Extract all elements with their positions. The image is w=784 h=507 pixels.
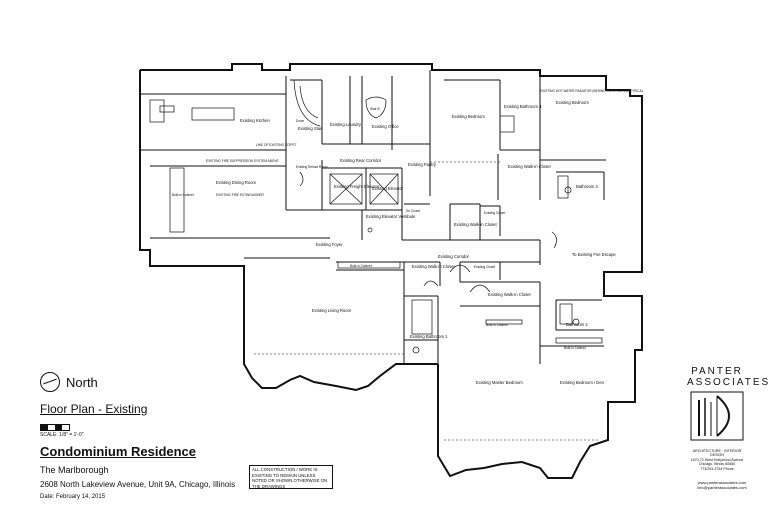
north-arrow: North [40, 372, 98, 392]
plan-title: Floor Plan - Existing [40, 402, 148, 416]
builtin-cabinet-1: Built-in Cabinet [350, 264, 372, 268]
room-dn-closet: Dn Closet [406, 209, 420, 213]
room-kitchen: Existing Kitchen [240, 118, 270, 123]
room-master: Existing Master Bedroom [476, 380, 523, 385]
room-rear-corridor: Existing Rear Corridor [340, 158, 382, 163]
north-label: North [66, 374, 98, 390]
firm-website: www.panterassociates.com [697, 480, 747, 485]
firm-street: 1670-72 West Hollywood Avenue [690, 457, 744, 462]
room-bathroom-3: Bathroom 3 [576, 184, 598, 189]
room-dining: Existing Dining Room [216, 180, 257, 185]
room-bathroom-2: Bathroom 2 [566, 322, 588, 327]
construction-note: ALL CONSTRUCTION / WORK IS EXISTING TO R… [249, 465, 333, 489]
room-foyer: Existing Foyer [316, 242, 343, 247]
room-walkin-closet-3: Existing Walk-in Closet [412, 264, 455, 269]
firm-name-2: ASSOCIATES [687, 377, 771, 388]
room-walkin-closet-1: Existing Walk-in Closet [508, 164, 551, 169]
firm-name-1: PANTER [691, 366, 743, 377]
room-existing-closet-2: Existing Closet [474, 265, 495, 269]
note-radiator: EXISTING HOT WATER RADIATOR (BEHIND CONT… [540, 89, 644, 93]
firm-block: PANTER ASSOCIATES ARCHITECTURE · INTERIO… [687, 366, 771, 471]
builtin-cabinet-2: Built-in Cabinet [486, 323, 508, 327]
room-stair: Existing Stair [298, 126, 323, 131]
firm-tagline: ARCHITECTURE · INTERIOR DESIGN [692, 449, 742, 458]
room-laundry: Existing Laundry [330, 122, 362, 127]
room-bedroom-den: Existing Bedroom / Den [560, 380, 605, 385]
builtin-cabinet-4: Built-in Cabinet [172, 193, 194, 197]
note-extinguisher: EXISTING FIRE EXTINGUISHER [216, 193, 265, 197]
room-labels: Existing Kitchen Existing Stair Down Exi… [172, 100, 616, 385]
room-fire-escape: To Existing Fire Escape [572, 252, 616, 257]
room-bedroom-right: Existing Bedroom [556, 100, 589, 105]
project-date: Date: February 14, 2015 [40, 494, 106, 500]
room-living: Existing Living Room [312, 308, 352, 313]
room-existing-closet: Existing Closet [484, 211, 505, 215]
interior-walls [140, 70, 606, 364]
room-corridor: Existing Corridor [438, 254, 470, 259]
firm-city: Chicago, Illinois 60660 [698, 462, 736, 467]
plan-notes: LINE OF EXISTING SOFFIT EXISTING HOT WAT… [206, 89, 644, 197]
note-suppression: EXISTING FIRE SUPPRESSION SYSTEM ABOVE [206, 159, 279, 163]
room-existing-elevator: Existing Elevator [372, 186, 404, 191]
stair-down-label: Down [296, 119, 304, 123]
firm-email: info@panterassociates.com [697, 485, 747, 490]
dashed-lines [150, 149, 600, 441]
walls [139, 63, 643, 479]
scale-bar-icon [40, 424, 70, 431]
project-address: 2608 North Lakeview Avenue, Unit 9A, Chi… [40, 480, 236, 489]
project-title: Condominium Residence [40, 444, 197, 459]
room-pantry: Existing Pantry [408, 162, 437, 167]
firm-phone: 773/293-3754 Phone [700, 466, 734, 471]
note-soffit: LINE OF EXISTING SOFFIT [256, 143, 296, 147]
firm-logo-icon [690, 391, 744, 441]
building-name: The Marlborough [40, 465, 109, 475]
builtin-cabinet-3: Built-in Cabinet [564, 346, 586, 350]
room-stair-b: Stair B [370, 107, 380, 111]
room-walkin-closet-2: Existing Walk-in Closet [454, 222, 497, 227]
room-bathroom-1: Existing Bathroom 1 [410, 334, 448, 339]
room-bathroom-4: Existing Bathroom 4 [504, 104, 542, 109]
fixtures [149, 79, 603, 354]
room-bedroom-left: Existing Bedroom [452, 114, 485, 119]
room-refuse: Existing Refuse Room [296, 165, 328, 169]
room-office: Existing Office [372, 124, 399, 129]
scale-text: SCALE: 1/8" = 1'-0" [40, 432, 84, 438]
room-freight-elevator: Existing Freight Elevator [334, 184, 380, 189]
room-walkin-closet-4: Existing Walk-in Closet [488, 292, 531, 297]
room-elevator-vestibule: Existing Elevator Vestibule [366, 214, 416, 219]
north-arrow-icon [40, 372, 60, 392]
